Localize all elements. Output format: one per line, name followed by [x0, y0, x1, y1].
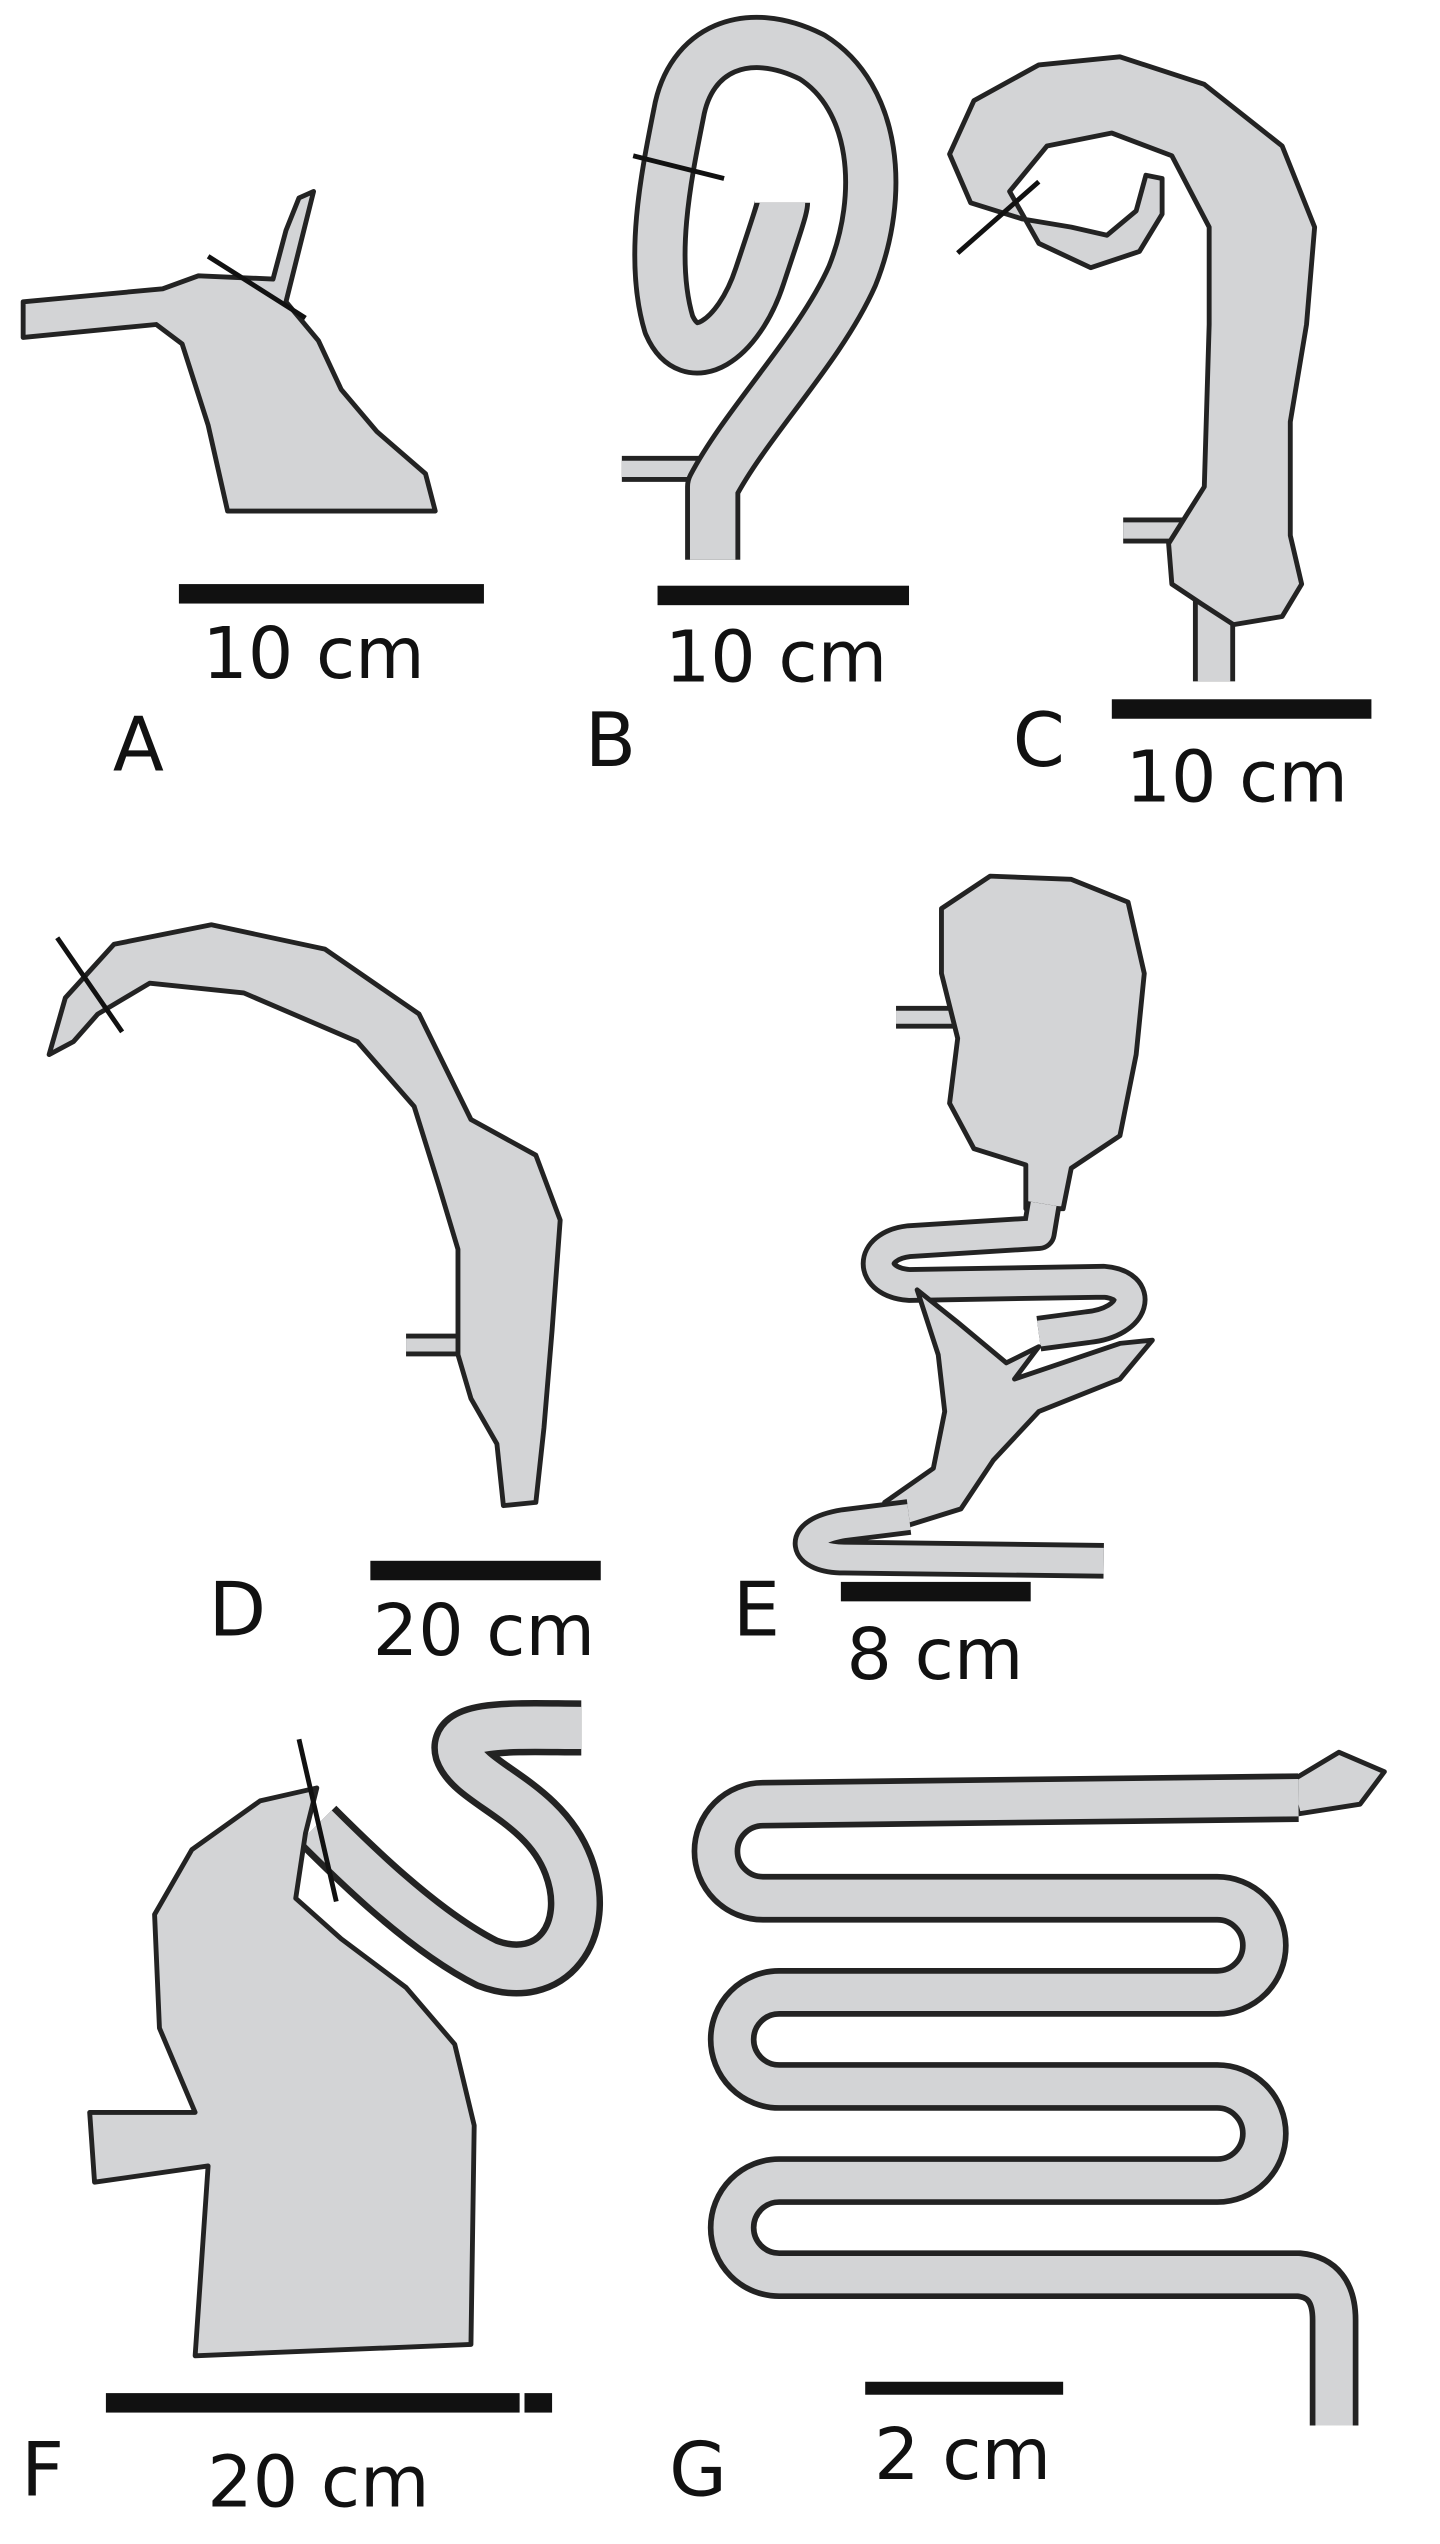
scale-bar-g	[865, 2381, 1064, 2395]
scale-label-e: 8 cm	[847, 1613, 1024, 1696]
scale-label-d: 20 cm	[373, 1589, 595, 1672]
cut-line-a	[206, 254, 307, 321]
cut-line-f	[296, 1738, 339, 1903]
panel-b: 10 cm B	[585, 15, 910, 784]
organ-e-tail-fill	[797, 1504, 1104, 1574]
scale-bar-c	[1111, 699, 1372, 719]
panel-c: 10 cm C	[947, 54, 1372, 818]
panel-letter-g: G	[669, 2426, 727, 2513]
organ-g-end	[1287, 1749, 1387, 1817]
organ-e-bottom	[874, 1287, 1155, 1531]
organ-b-fill	[637, 19, 894, 560]
scale-bar-a	[178, 584, 484, 604]
scale-bar-e	[840, 1581, 1031, 1602]
panel-letter-a: A	[113, 702, 164, 789]
scale-label-a: 10 cm	[202, 612, 424, 695]
panel-d: 20 cm D	[46, 922, 601, 1672]
organ-a	[20, 189, 438, 514]
organ-f-tube-fill	[301, 1706, 597, 1990]
panel-g: 2 cm G	[669, 1749, 1387, 2513]
scale-bar-f	[105, 2393, 520, 2413]
panel-letter-b: B	[585, 697, 636, 784]
panel-letter-d: D	[209, 1566, 266, 1653]
cut-line-d	[55, 936, 125, 1034]
panel-e: 8 cm E	[733, 873, 1155, 1696]
cut-line-c	[956, 179, 1041, 255]
organ-f	[87, 1785, 477, 2359]
organ-e-loop-fill	[865, 1201, 1143, 1347]
scale-label-c: 10 cm	[1126, 735, 1348, 818]
panel-a: 10 cm A	[20, 189, 484, 789]
panel-letter-c: C	[1013, 697, 1065, 784]
organ-c	[947, 54, 1318, 628]
cut-line-b	[632, 153, 725, 181]
organ-d	[46, 922, 563, 1509]
organ-e-top	[939, 873, 1147, 1212]
panel-letter-f: F	[21, 2426, 64, 2513]
scale-bar-d	[370, 1560, 601, 1581]
panel-letter-e: E	[733, 1566, 780, 1653]
scale-label-b: 10 cm	[665, 615, 887, 698]
organ-g-coil-fill	[697, 1779, 1353, 2426]
scale-label-g: 2 cm	[874, 2413, 1051, 2496]
scale-bar-f-tick	[524, 2393, 553, 2413]
panel-f: 20 cm F	[21, 1700, 603, 2524]
scale-bar-b	[657, 585, 910, 606]
scale-label-f: 20 cm	[207, 2441, 429, 2524]
